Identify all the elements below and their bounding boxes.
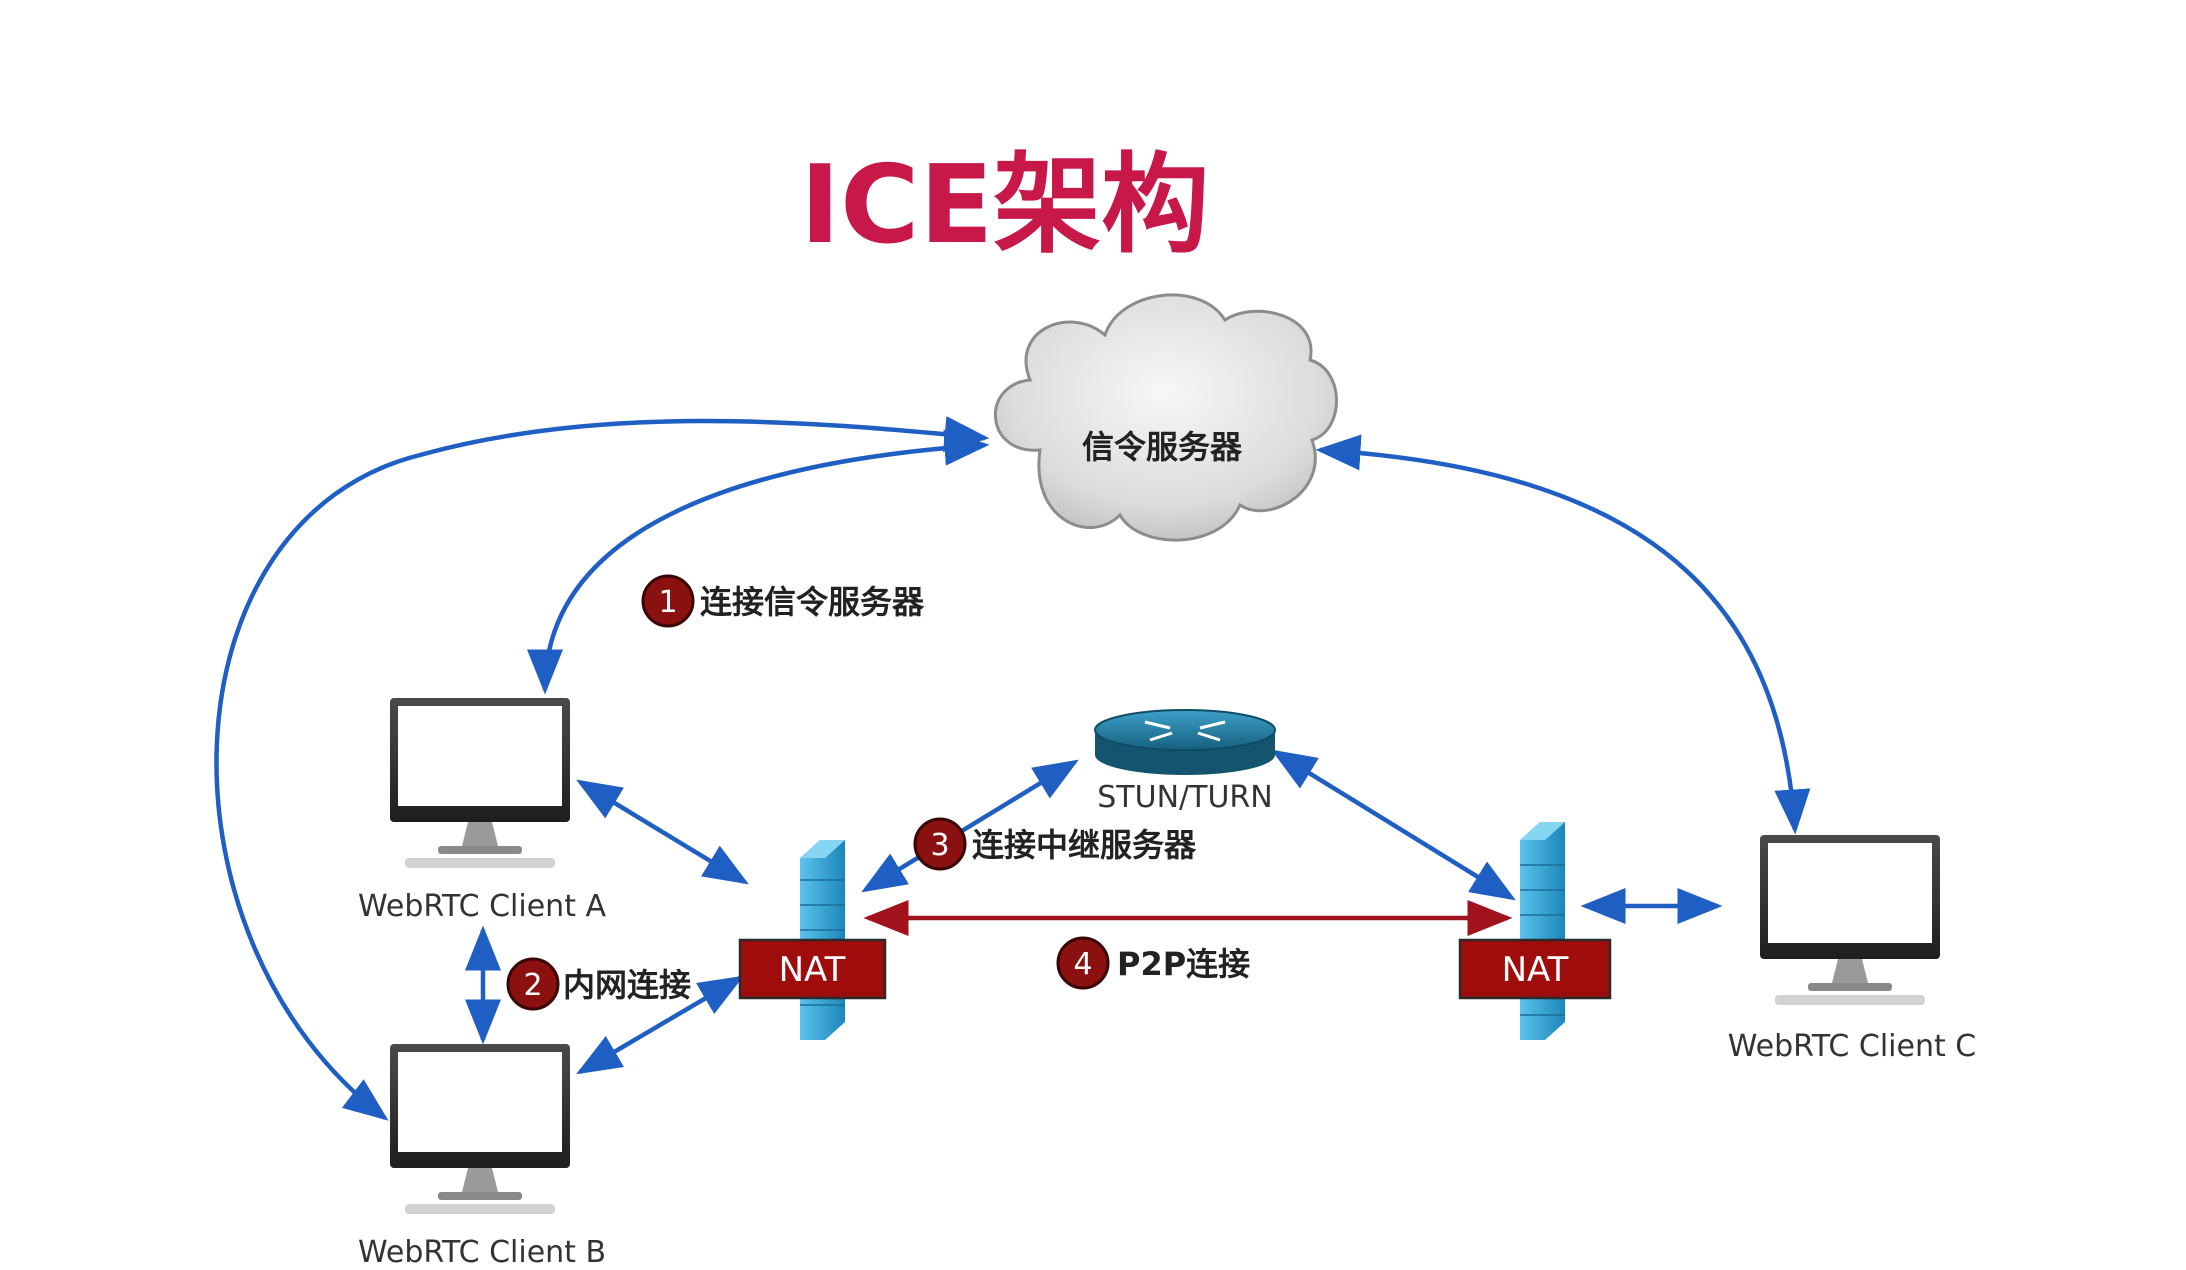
nat-box	[738, 938, 887, 1000]
step-label: P2P连接	[1117, 945, 1250, 983]
firewall-icon	[1520, 822, 1565, 1040]
step-badge	[913, 817, 967, 871]
computer-icon	[390, 1044, 570, 1214]
router-icon	[1094, 709, 1276, 775]
diagram-title: ICE架构	[800, 143, 1209, 268]
nat-left: NAT	[738, 840, 887, 1040]
arrow-client-b-nat-left	[576, 975, 744, 1075]
client-b: WebRTC Client B	[358, 1044, 606, 1270]
nat-box	[1458, 938, 1612, 1000]
computer-icon	[1760, 835, 1940, 1005]
computer-icon	[390, 698, 570, 868]
step-number: 4	[1073, 947, 1092, 982]
arrow-stun-nat-right	[1271, 749, 1516, 901]
arrow-signaling-client-c	[1315, 434, 1811, 835]
arrow-client-b-signaling	[214, 416, 990, 1121]
client-c: WebRTC Client C	[1728, 835, 1976, 1064]
step-number: 1	[658, 585, 677, 620]
nat-right: NAT	[1458, 822, 1612, 1040]
step-label: 连接中继服务器	[972, 826, 1197, 864]
stun-turn-label: STUN/TURN	[1097, 780, 1272, 815]
signaling-server-cloud: 信令服务器	[994, 293, 1338, 542]
nat-left-label: NAT	[779, 950, 846, 990]
step-badge	[1056, 936, 1110, 990]
arrow-nat-left-stun	[861, 759, 1079, 893]
stun-turn-server: STUN/TURN	[1094, 709, 1276, 815]
arrow-client-a-signaling	[527, 429, 990, 695]
client-a: WebRTC Client A	[358, 698, 607, 924]
client-a-label: WebRTC Client A	[358, 889, 607, 924]
signaling-server-label: 信令服务器	[1082, 428, 1243, 466]
client-b-label: WebRTC Client B	[358, 1235, 606, 1270]
step-number: 2	[523, 968, 542, 1003]
client-c-label: WebRTC Client C	[1728, 1029, 1976, 1064]
step-number: 3	[930, 828, 949, 863]
step-2: 2 内网连接	[506, 957, 691, 1011]
step-label: 内网连接	[563, 966, 691, 1004]
step-4: 4 P2P连接	[1056, 936, 1250, 990]
step-1: 1 连接信令服务器	[641, 574, 925, 628]
connection-arrows	[214, 416, 1811, 1121]
step-badge	[506, 957, 560, 1011]
step-label: 连接信令服务器	[700, 583, 925, 621]
arrow-client-a-nat-left	[576, 779, 749, 885]
cloud-icon	[994, 293, 1338, 542]
step-badge	[641, 574, 695, 628]
nat-right-label: NAT	[1502, 950, 1569, 990]
step-3: 3 连接中继服务器	[913, 817, 1197, 871]
